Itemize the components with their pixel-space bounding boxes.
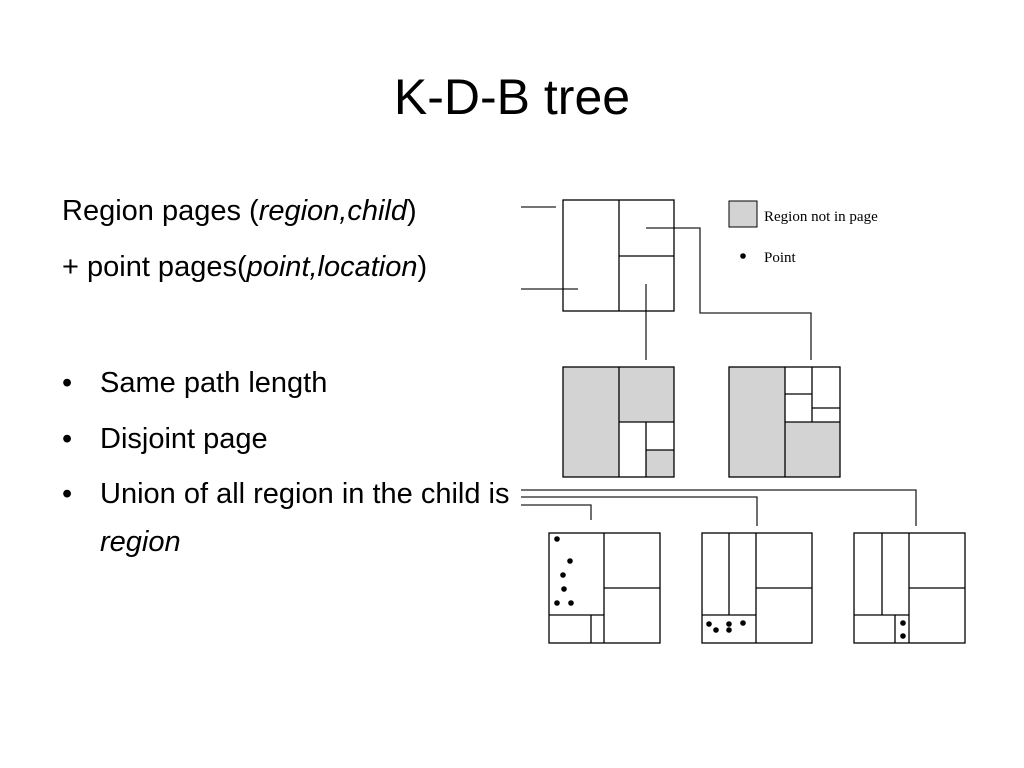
legend-shaded-swatch <box>728 200 758 228</box>
points-group <box>554 536 574 606</box>
legend-point: Point <box>764 250 797 266</box>
points-group <box>706 620 746 633</box>
region-pages-line: Region pages (region,child) <box>62 195 417 227</box>
bullet-list: •Same path length •Disjoint page •Union … <box>62 358 532 566</box>
connector-line <box>521 489 917 526</box>
legend-point-dot <box>740 253 746 259</box>
bullet-same-path-length: •Same path length <box>62 358 532 408</box>
bullet-dot: • <box>62 423 73 455</box>
region-page-left <box>562 366 675 478</box>
body-text: Region pages (region,child) + point page… <box>62 186 532 572</box>
point-page-1 <box>548 532 661 644</box>
bullet-union-region: •Union of all region in the child is reg… <box>62 470 540 566</box>
connector-line <box>521 496 758 526</box>
root-region-page <box>562 199 675 312</box>
connector-line <box>521 504 592 520</box>
bullet-dot: • <box>62 478 73 510</box>
point-pages-line: + point pages(point,location) <box>62 251 428 283</box>
connector-line <box>646 227 812 360</box>
legend: Region not in page Point <box>728 200 878 266</box>
legend-region-not-in-page: Region not in page <box>764 209 878 225</box>
slide-title: K-D-B tree <box>393 69 631 125</box>
points-group <box>900 620 906 639</box>
point-page-2 <box>701 532 813 644</box>
bullet-dot: • <box>62 367 73 399</box>
point-page-3 <box>853 532 966 644</box>
bullet-disjoint-page: •Disjoint page <box>62 414 532 464</box>
region-page-right <box>728 366 841 478</box>
